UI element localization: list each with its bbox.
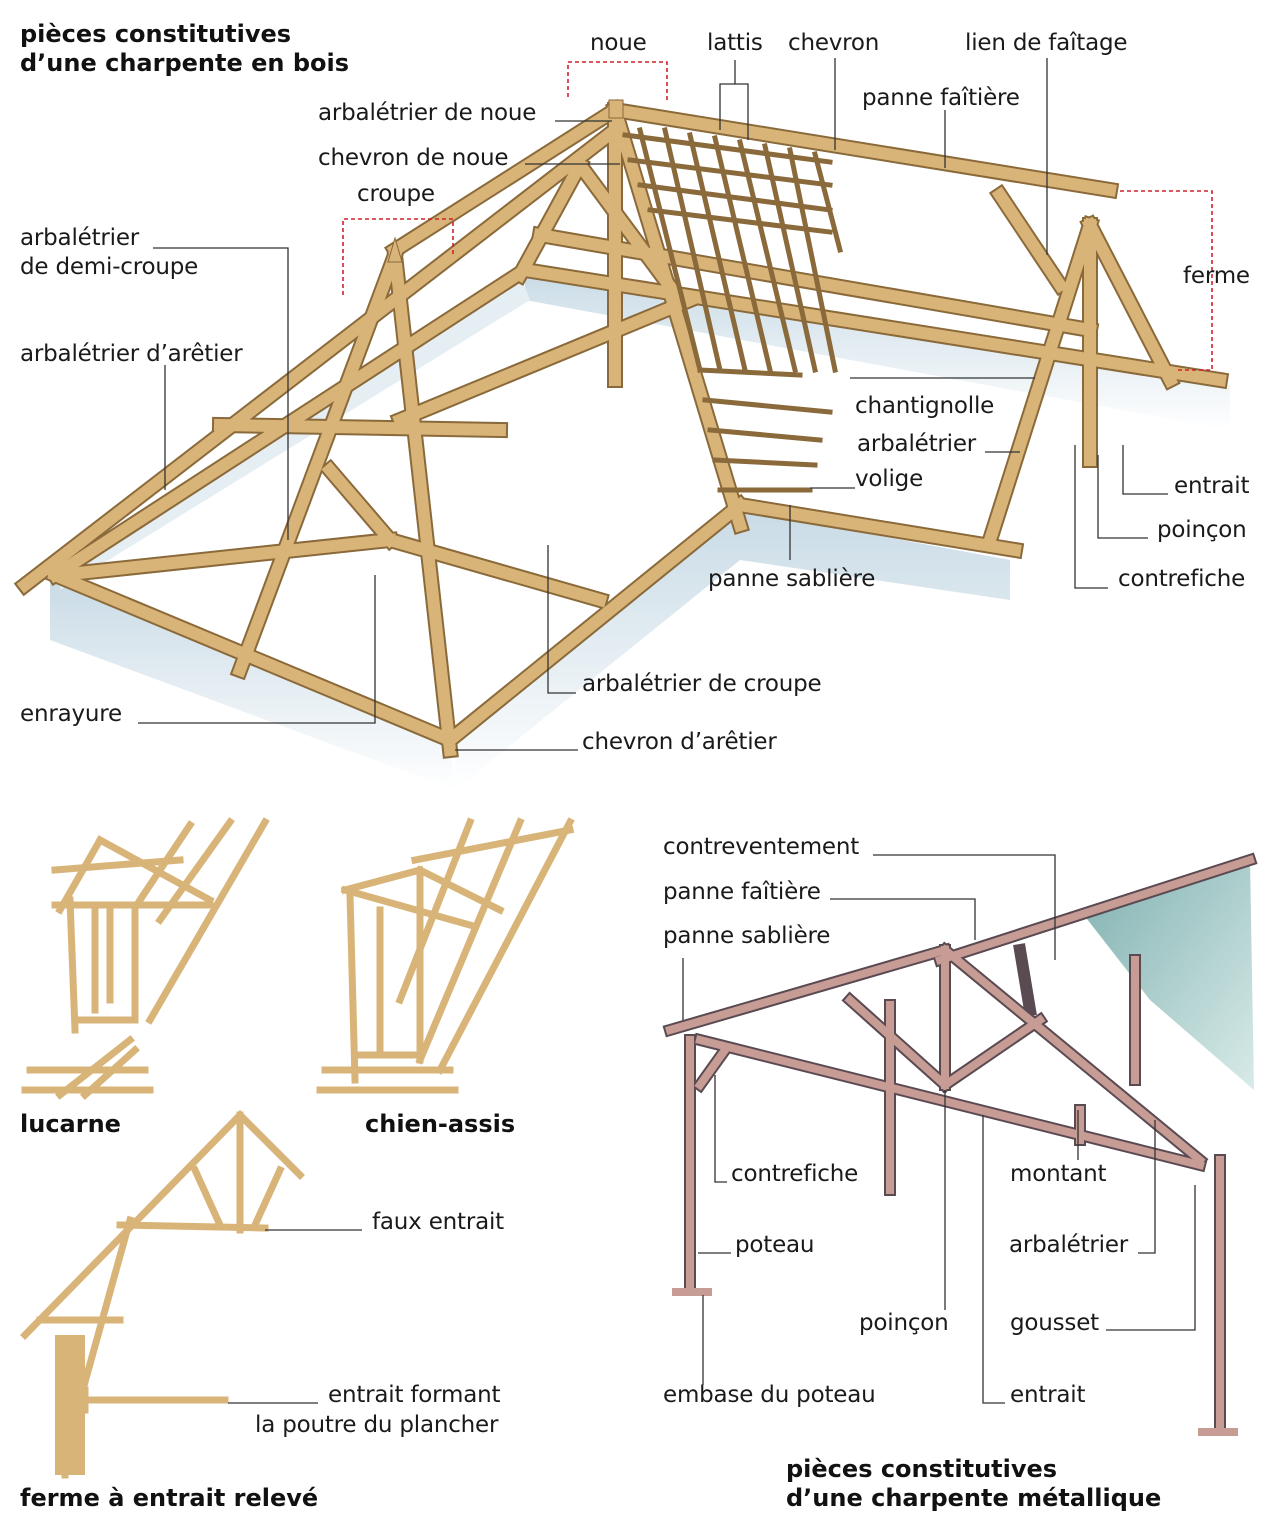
label-contreventement: contreventement bbox=[663, 834, 860, 860]
wood-frame-title: pièces constitutives d’une charpente en … bbox=[20, 20, 349, 78]
title-line: pièces constitutives bbox=[20, 20, 292, 48]
label-poincon-metal: poinçon bbox=[859, 1310, 949, 1336]
label-arbaletrier-metal: arbalétrier bbox=[1009, 1232, 1129, 1258]
label-embase-du-poteau: embase du poteau bbox=[663, 1382, 876, 1408]
label-arbaletrier-demi-croupe: de demi-croupe bbox=[20, 254, 199, 280]
label-chantignolle: chantignolle bbox=[855, 393, 995, 419]
ferme-entrait-releve-drawing bbox=[20, 1110, 305, 1479]
metal-leader-lines bbox=[682, 854, 1196, 1404]
lucarne-drawing bbox=[21, 817, 270, 1100]
metal-frame-drawing bbox=[662, 852, 1258, 1436]
label-lien-de-faitage: lien de faîtage bbox=[965, 30, 1128, 56]
label-contrefiche: contrefiche bbox=[1118, 566, 1246, 592]
label-chevron: chevron bbox=[788, 30, 880, 56]
small-leader-lines bbox=[228, 1229, 362, 1404]
label-panne-faitiere: panne faîtière bbox=[862, 85, 1020, 111]
title-line: d’une charpente en bois bbox=[20, 49, 349, 77]
label-entrait: entrait bbox=[1174, 473, 1250, 499]
label-panne-sabliere-metal: panne sablière bbox=[663, 923, 831, 949]
wood-frame-drawing bbox=[13, 98, 1230, 790]
label-arbaletrier-demi-croupe: arbalétrier bbox=[20, 225, 140, 251]
label-poincon: poinçon bbox=[1157, 517, 1247, 543]
label-enrayure: enrayure bbox=[20, 701, 122, 727]
label-ferme: ferme bbox=[1183, 263, 1250, 289]
label-faux-entrait: faux entrait bbox=[372, 1209, 504, 1235]
wall-post bbox=[55, 1335, 85, 1475]
label-contrefiche-metal: contrefiche bbox=[731, 1161, 859, 1187]
label-arbaletrier-d-aretier: arbalétrier d’arêtier bbox=[20, 341, 243, 367]
title-line: pièces constitutives bbox=[786, 1455, 1058, 1483]
label-arbaletrier: arbalétrier bbox=[857, 431, 977, 457]
label-panne-sabliere: panne sablière bbox=[708, 566, 876, 592]
label-chevron-d-aretier: chevron d’arêtier bbox=[582, 729, 777, 755]
label-gousset: gousset bbox=[1010, 1310, 1099, 1336]
label-chevron-de-noue: chevron de noue bbox=[318, 145, 509, 171]
label-noue: noue bbox=[590, 30, 647, 56]
label-arbaletrier-de-noue: arbalétrier de noue bbox=[318, 100, 537, 126]
label-panne-faitiere-metal: panne faîtière bbox=[663, 879, 821, 905]
caption-chien-assis: chien-assis bbox=[365, 1110, 516, 1138]
label-lattis: lattis bbox=[707, 30, 763, 56]
label-poteau: poteau bbox=[735, 1232, 815, 1258]
label-entrait-metal: entrait bbox=[1010, 1382, 1086, 1408]
label-entrait-plancher: la poutre du plancher bbox=[255, 1412, 499, 1438]
caption-lucarne: lucarne bbox=[20, 1110, 121, 1138]
wood-leader-lines bbox=[138, 58, 1213, 751]
label-arbaletrier-de-croupe: arbalétrier de croupe bbox=[582, 671, 822, 697]
label-entrait-plancher: entrait formant bbox=[328, 1382, 501, 1408]
label-montant: montant bbox=[1010, 1161, 1107, 1187]
chien-assis-drawing bbox=[316, 817, 575, 1094]
label-volige: volige bbox=[855, 466, 924, 492]
caption-ferme-entrait-releve: ferme à entrait relevé bbox=[20, 1484, 319, 1512]
metal-frame-title: pièces constitutives d’une charpente mét… bbox=[786, 1455, 1161, 1513]
label-croupe: croupe bbox=[357, 181, 435, 207]
title-line: d’une charpente métallique bbox=[786, 1484, 1162, 1512]
